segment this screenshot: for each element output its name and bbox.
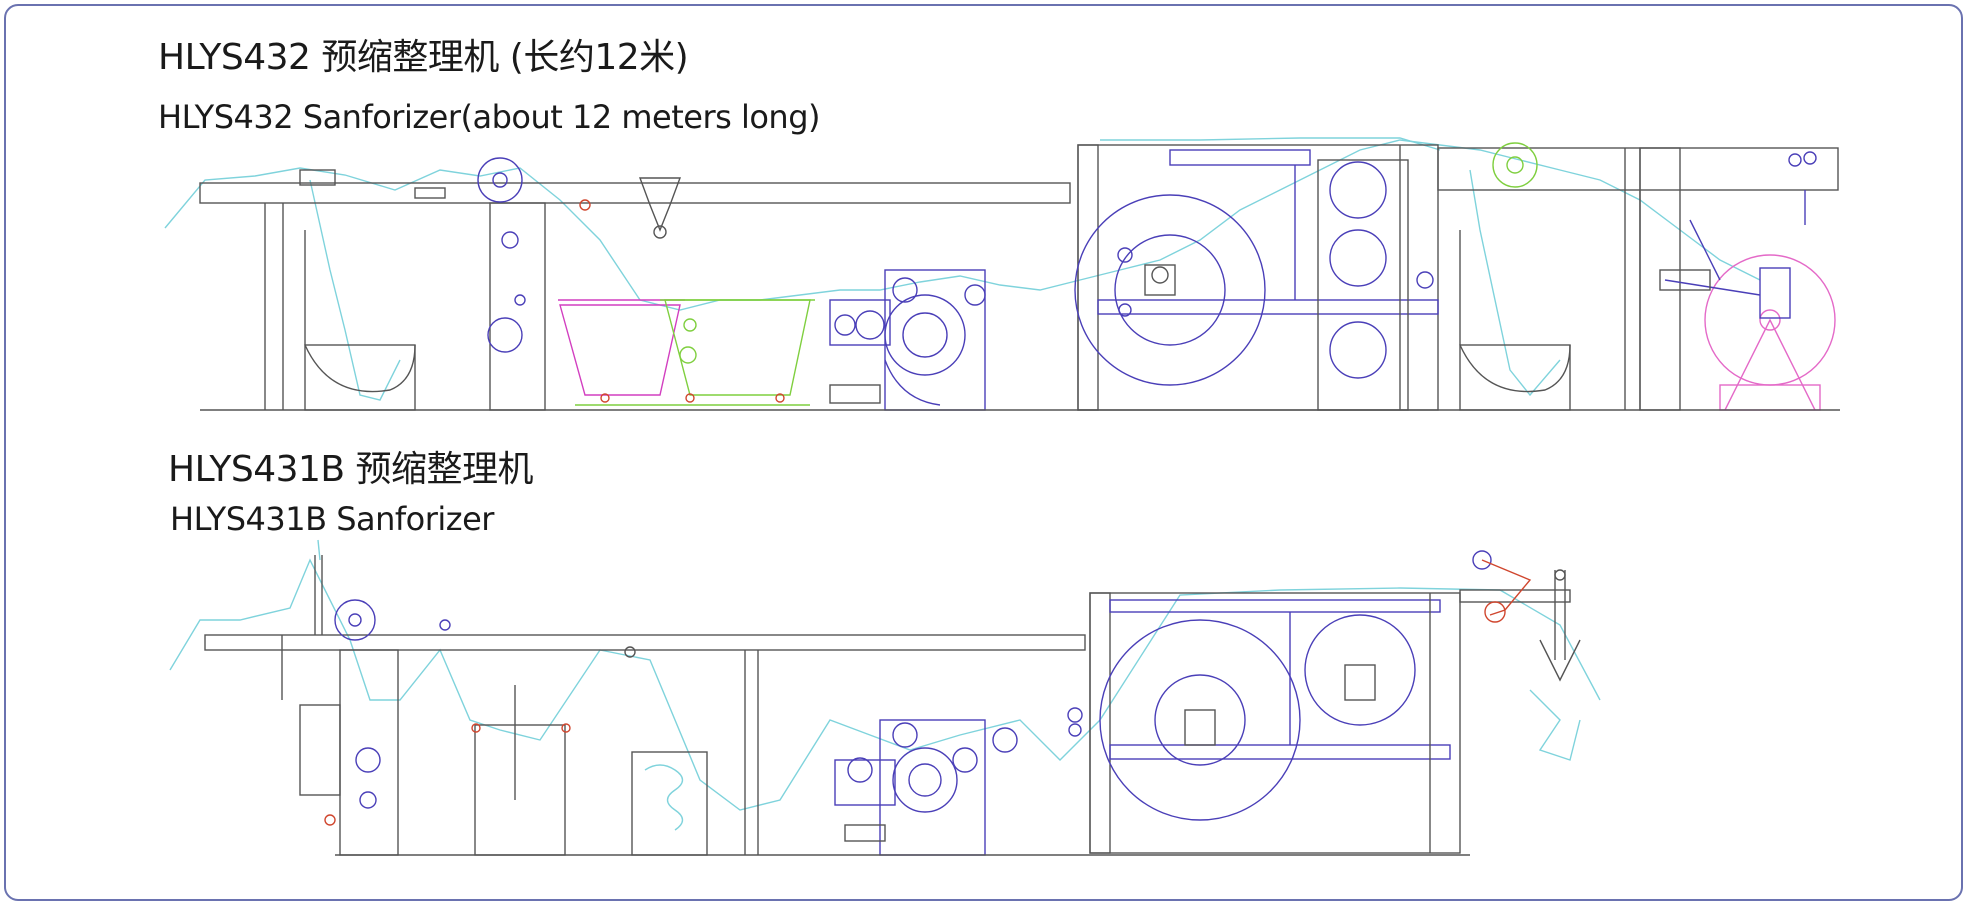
line-1-dryer-drum xyxy=(1074,194,1266,386)
line-2-entry-unit xyxy=(339,649,399,856)
line-2-top-beam xyxy=(204,634,1086,651)
diagram-frame xyxy=(4,4,1963,901)
line-1-title-cn: HLYS432 预缩整理机 (长约12米) xyxy=(158,37,689,78)
line-1-fabric-path xyxy=(164,139,1761,311)
line-1-title-en: HLYS432 Sanforizer(about 12 meters long) xyxy=(158,98,821,136)
line-2-entry-roll xyxy=(334,599,376,641)
line-2-plaiter xyxy=(1459,550,1581,682)
line-2-palmer-dryer xyxy=(1067,592,1461,854)
line-1-palmer-dryer xyxy=(1074,144,1439,411)
line-2-fabric-path xyxy=(169,558,1601,811)
line-2-stand xyxy=(474,724,566,856)
line-1-rubber-belt-unit xyxy=(829,269,986,411)
line-1-drawing xyxy=(164,137,1840,411)
line-2-dryer-drum xyxy=(1099,619,1301,821)
line-2-rubber-belt-unit xyxy=(834,719,1018,856)
line-1-top-beam xyxy=(199,182,1071,204)
line-1-trough-magenta xyxy=(559,304,681,396)
line-2-title-cn: HLYS431B 预缩整理机 xyxy=(168,449,534,490)
line-1-entry-unit xyxy=(489,202,546,411)
line-1-outlet-beam xyxy=(1437,147,1839,191)
line-2-drawing xyxy=(169,539,1601,856)
line-1-entry-roll xyxy=(477,157,523,203)
line-2-title-en: HLYS431B Sanforizer xyxy=(170,500,494,538)
line-1-batcher xyxy=(1659,219,1836,411)
